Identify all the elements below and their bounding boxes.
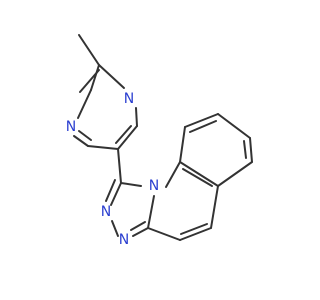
bond-pyr-c4-c5-inner bbox=[115, 125, 132, 144]
bond-c3a-c4 bbox=[147, 227, 181, 241]
bond-pyr-c6-n1 bbox=[73, 135, 89, 147]
bond-tri-n2-n3 bbox=[111, 220, 119, 237]
bond-c9a-c5a-inner bbox=[182, 168, 213, 187]
bond-tri-c3a-nbridge bbox=[147, 195, 155, 229]
bond-ethyl-ch3 bbox=[78, 34, 100, 66]
bond-tri-n3-c3a-double bbox=[130, 221, 146, 231]
bond-c8-c7 bbox=[217, 113, 251, 139]
bond-pyr-c6-n1-inner bbox=[78, 130, 92, 141]
molecule-structure: N N N N N bbox=[66, 34, 253, 248]
bond-pyr-n3-c4 bbox=[135, 107, 138, 127]
bond-tri-c1-n2-double bbox=[105, 179, 116, 202]
bond-c9a-c5a bbox=[179, 161, 219, 187]
bond-c9-c8-inner bbox=[189, 120, 217, 133]
bond-c4-c5 bbox=[179, 227, 212, 241]
bond-c9a-c9 bbox=[179, 126, 186, 163]
bond-pyr-c2-n1 bbox=[77, 89, 92, 119]
bond-c7-c6 bbox=[249, 137, 253, 163]
bond-ethyl-ch2 bbox=[90, 64, 100, 91]
bond-c7-c6-inner bbox=[243, 140, 247, 159]
bond-pyr-c2-n3 bbox=[98, 64, 125, 89]
bond-pyr-c5-c6 bbox=[87, 145, 119, 150]
bond-c6-c5a bbox=[217, 161, 253, 187]
bond-tri-c1-nbridge bbox=[120, 182, 142, 187]
triazole-nitrogen-lower: N bbox=[119, 232, 129, 248]
bond-lines bbox=[73, 34, 253, 241]
triazole-nitrogen-upper: N bbox=[101, 204, 111, 220]
bond-nbridge-c9a bbox=[165, 161, 181, 188]
bond-tri-n3-c3a bbox=[132, 227, 149, 237]
bond-tri-c1-n2 bbox=[110, 182, 122, 206]
bond-c5-c5a bbox=[210, 185, 219, 229]
pyrimidine-nitrogen-top: N bbox=[124, 91, 134, 107]
bond-pyr-c2-n1-double bbox=[79, 69, 100, 93]
bond-pyr-c4-c5 bbox=[117, 125, 138, 150]
bond-pyr-triazole bbox=[117, 148, 122, 184]
pyrimidine-nitrogen-left: N bbox=[66, 119, 76, 135]
bond-c9-c8 bbox=[184, 113, 219, 128]
bond-c4-c5-inner bbox=[180, 223, 208, 235]
atom-labels: N N N N N bbox=[66, 91, 159, 248]
triazole-bridgehead-nitrogen: N bbox=[149, 178, 159, 194]
